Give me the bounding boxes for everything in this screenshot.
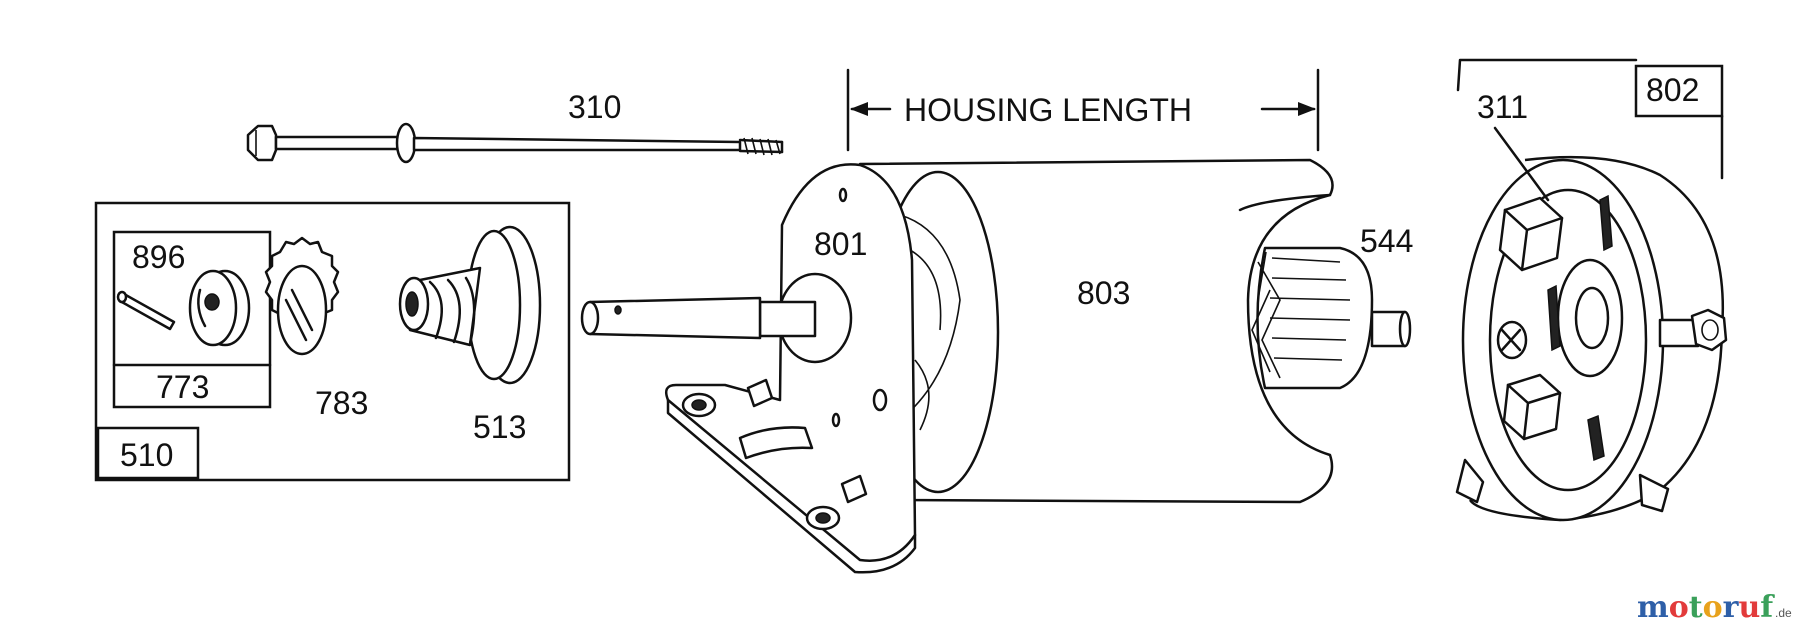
through-bolt-310 xyxy=(246,122,784,164)
part-label-773: 773 xyxy=(156,369,209,405)
watermark-brand: motoruf xyxy=(1637,590,1775,625)
stop-collar xyxy=(188,269,251,347)
watermark-logo: motoruf .de xyxy=(1637,590,1792,625)
part-label-783: 783 xyxy=(315,385,368,421)
roll-pin-896 xyxy=(116,290,176,331)
commutator-end-cap-802 xyxy=(1455,58,1728,522)
pinion-drive-513 xyxy=(398,225,542,385)
label-box-510 xyxy=(96,426,200,480)
part-label-801: 801 xyxy=(814,226,867,262)
watermark-suffix: .de xyxy=(1775,606,1792,620)
part-label-544: 544 xyxy=(1360,223,1413,259)
part-label-513: 513 xyxy=(473,409,526,445)
part-label-510: 510 xyxy=(120,437,173,473)
part-label-802: 802 xyxy=(1646,72,1699,108)
leader-311 xyxy=(1493,126,1550,202)
part-label-310: 310 xyxy=(568,89,621,125)
armature-544 xyxy=(1251,246,1412,390)
part-label-896: 896 xyxy=(132,239,185,275)
part-label-311: 311 xyxy=(1477,89,1528,125)
housing-length-dimension xyxy=(846,68,1320,152)
housing-length-label: HOUSING LENGTH xyxy=(904,92,1192,128)
gear-783 xyxy=(264,236,340,356)
drive-end-bracket-801 xyxy=(580,163,917,574)
label-box-802 xyxy=(1634,64,1724,118)
part-label-803: 803 xyxy=(1077,275,1130,311)
